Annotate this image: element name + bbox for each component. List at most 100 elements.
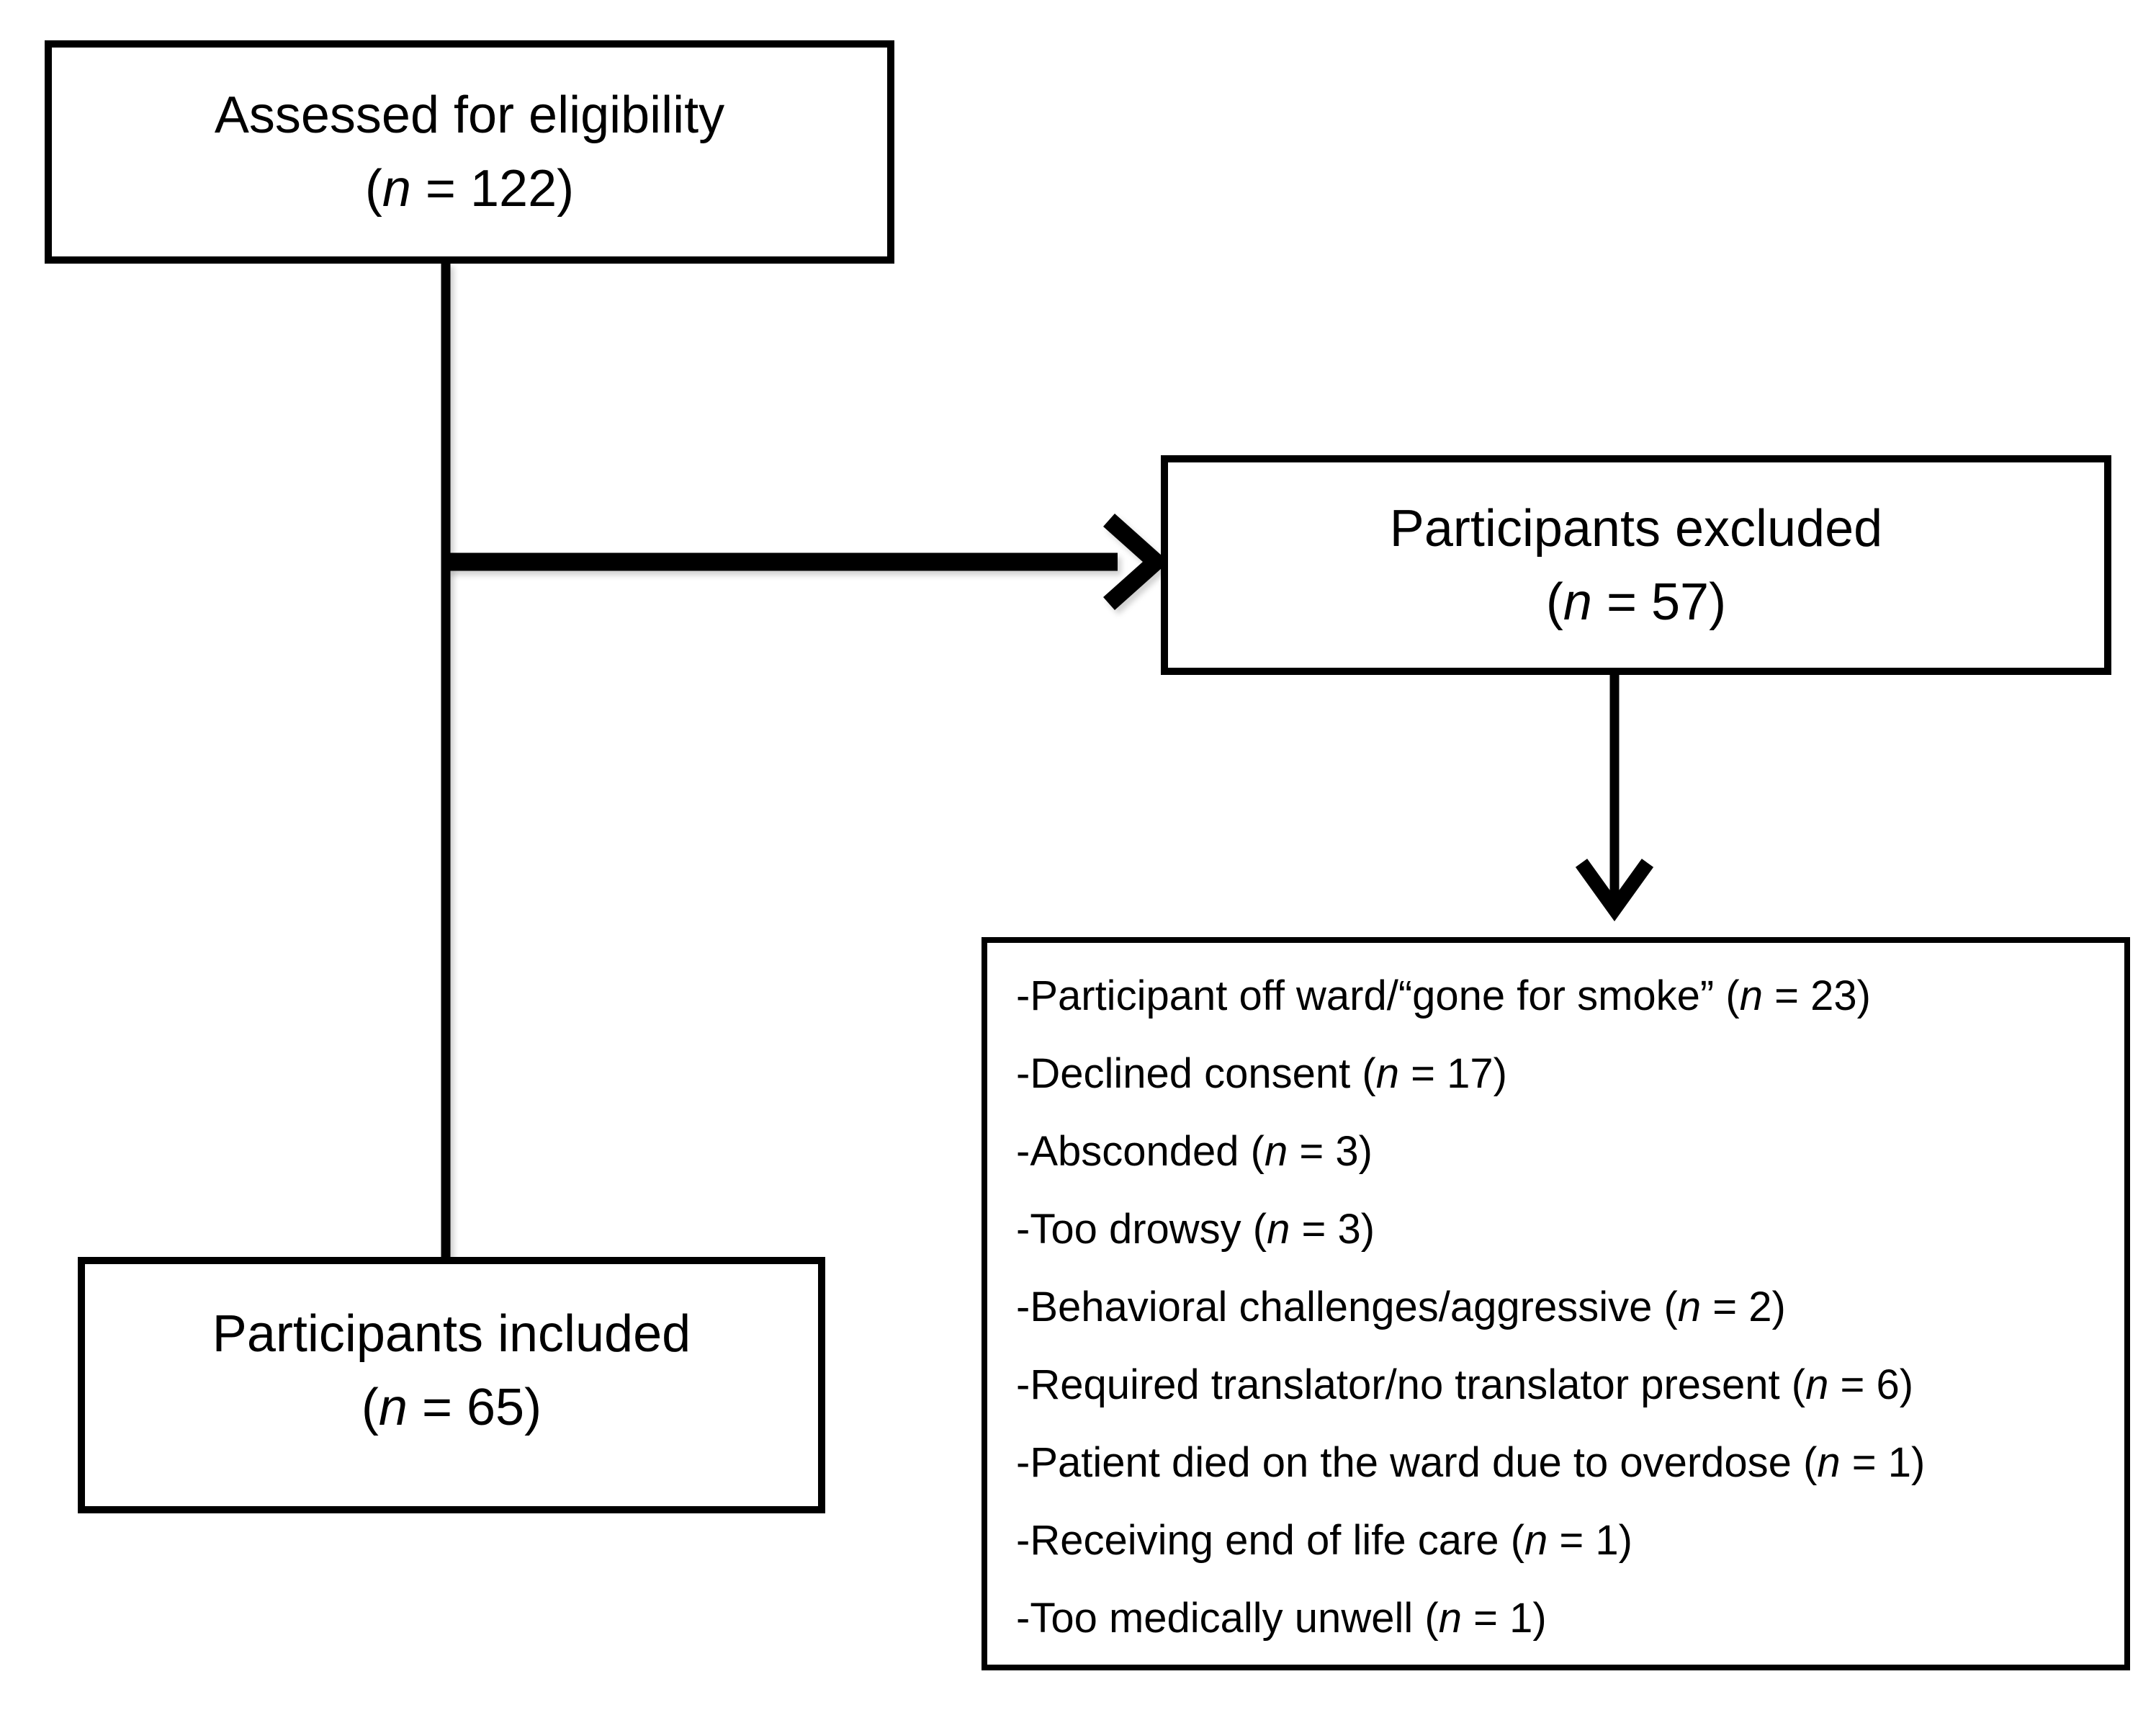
reason-separator xyxy=(1499,1517,1511,1564)
count-value: 65 xyxy=(467,1379,525,1436)
count-value: 2 xyxy=(1748,1284,1772,1330)
count-open-paren: ( xyxy=(1545,573,1563,631)
exclusion-reason-item: -Absconded (n = 3) xyxy=(1016,1113,2107,1191)
exclusion-reason-item: -Declined consent (n = 17) xyxy=(1016,1035,2107,1113)
count-open-paren: ( xyxy=(1250,1128,1265,1175)
count-n-symbol: n xyxy=(1805,1361,1829,1408)
count-equals: = xyxy=(1290,1206,1338,1253)
reason-label: -Receiving end of life care xyxy=(1016,1517,1499,1564)
count-n-symbol: n xyxy=(1375,1050,1399,1097)
count-n-symbol: n xyxy=(1677,1284,1702,1330)
reason-label: -Participant off ward/“gone for smoke” xyxy=(1016,972,1715,1019)
count-n-symbol: n xyxy=(1524,1517,1548,1564)
exclusion-reason-item: -Too medically unwell (n = 1) xyxy=(1016,1580,2107,1657)
count-n-symbol: n xyxy=(382,160,411,218)
count-open-paren: ( xyxy=(1362,1050,1376,1097)
exclusion-reason-item: -Required translator/no translator prese… xyxy=(1016,1346,2107,1424)
count-n-symbol: n xyxy=(1739,972,1763,1019)
eligibility-box-label: Assessed for eligibility xyxy=(214,86,725,144)
count-close-paren: ) xyxy=(1358,1128,1373,1175)
count-open-paren: ( xyxy=(1663,1284,1678,1330)
reason-separator xyxy=(1652,1284,1663,1330)
exclusion-reasons-list: -Participant off ward/“gone for smoke” (… xyxy=(1016,957,2107,1657)
count-equals: = xyxy=(1762,972,1811,1019)
count-close-paren: ) xyxy=(1493,1050,1507,1097)
reason-separator xyxy=(1350,1050,1362,1097)
reason-separator xyxy=(1241,1206,1253,1253)
count-equals: = xyxy=(1398,1050,1447,1097)
reason-separator xyxy=(1714,972,1725,1019)
count-close-paren: ) xyxy=(1618,1517,1632,1564)
reason-separator xyxy=(1792,1439,1803,1486)
count-equals: = xyxy=(407,1379,467,1436)
count-value: 3 xyxy=(1337,1206,1361,1253)
count-close-paren: ) xyxy=(1856,972,1871,1019)
reason-label: -Behavioral challenges/aggressive xyxy=(1016,1284,1653,1330)
count-equals: = xyxy=(1828,1361,1877,1408)
count-value: 122 xyxy=(470,160,557,218)
count-close-paren: ) xyxy=(1709,573,1727,631)
reason-label: -Patient died on the ward due to overdos… xyxy=(1016,1439,1792,1486)
count-close-paren: ) xyxy=(1911,1439,1926,1486)
count-n-symbol: n xyxy=(1563,573,1592,631)
exclusion-reason-item: -Receiving end of life care (n = 1) xyxy=(1016,1502,2107,1580)
count-close-paren: ) xyxy=(1899,1361,1914,1408)
count-open-paren: ( xyxy=(1510,1517,1525,1564)
arrow-assessed-to-excluded-head xyxy=(1103,514,1169,610)
exclusion-reason-item: -Too drowsy (n = 3) xyxy=(1016,1191,2107,1268)
count-value: 17 xyxy=(1447,1050,1494,1097)
count-close-paren: ) xyxy=(557,160,575,218)
reason-label: -Too medically unwell xyxy=(1016,1595,1414,1642)
count-open-paren: ( xyxy=(364,160,382,218)
count-n-symbol: n xyxy=(378,1379,408,1436)
reason-label: -Required translator/no translator prese… xyxy=(1016,1361,1780,1408)
reason-label: -Absconded xyxy=(1016,1128,1239,1175)
reason-separator xyxy=(1780,1361,1792,1408)
count-open-paren: ( xyxy=(1791,1361,1806,1408)
exclusion-reasons-box: -Participant off ward/“gone for smoke” (… xyxy=(982,937,2130,1670)
reason-separator xyxy=(1413,1595,1424,1642)
count-close-paren: ) xyxy=(524,1379,542,1436)
included-box-label: Participants included xyxy=(212,1305,691,1363)
count-open-paren: ( xyxy=(1725,972,1740,1019)
count-n-symbol: n xyxy=(1265,1128,1288,1175)
count-equals: = xyxy=(1591,573,1651,631)
count-equals: = xyxy=(1288,1128,1336,1175)
count-equals: = xyxy=(1548,1517,1596,1564)
count-n-symbol: n xyxy=(1817,1439,1841,1486)
count-close-paren: ) xyxy=(1532,1595,1547,1642)
count-close-paren: ) xyxy=(1360,1206,1375,1253)
included-box-count: (n = 65) xyxy=(361,1371,542,1444)
included-box: Participants included (n = 65) xyxy=(78,1257,825,1513)
count-n-symbol: n xyxy=(1267,1206,1290,1253)
excluded-box-label: Participants excluded xyxy=(1389,499,1883,558)
eligibility-box: Assessed for eligibility (n = 122) xyxy=(45,40,894,264)
exclusion-reason-item: -Behavioral challenges/aggressive (n = 2… xyxy=(1016,1268,2107,1346)
count-close-paren: ) xyxy=(1771,1284,1786,1330)
count-open-paren: ( xyxy=(361,1379,379,1436)
count-equals: = xyxy=(410,160,470,218)
excluded-box-count: (n = 57) xyxy=(1546,565,1726,639)
count-n-symbol: n xyxy=(1438,1595,1462,1642)
count-equals: = xyxy=(1701,1284,1749,1330)
reason-label: -Declined consent xyxy=(1016,1050,1351,1097)
count-value: 6 xyxy=(1876,1361,1900,1408)
count-equals: = xyxy=(1840,1439,1888,1486)
count-open-paren: ( xyxy=(1424,1595,1439,1642)
reason-label: -Too drowsy xyxy=(1016,1206,1241,1253)
count-value: 23 xyxy=(1810,972,1857,1019)
eligibility-box-count: (n = 122) xyxy=(365,152,574,225)
excluded-box: Participants excluded (n = 57) xyxy=(1161,455,2111,675)
count-value: 3 xyxy=(1335,1128,1359,1175)
count-value: 1 xyxy=(1595,1517,1619,1564)
count-open-paren: ( xyxy=(1803,1439,1818,1486)
count-value: 57 xyxy=(1651,573,1710,631)
exclusion-reason-item: -Patient died on the ward due to overdos… xyxy=(1016,1424,2107,1502)
arrow-excluded-to-reasons-head xyxy=(1575,859,1654,922)
exclusion-reason-item: -Participant off ward/“gone for smoke” (… xyxy=(1016,957,2107,1035)
count-equals: = xyxy=(1461,1595,1510,1642)
count-value: 1 xyxy=(1887,1439,1912,1486)
reason-separator xyxy=(1239,1128,1251,1175)
count-value: 1 xyxy=(1509,1595,1533,1642)
